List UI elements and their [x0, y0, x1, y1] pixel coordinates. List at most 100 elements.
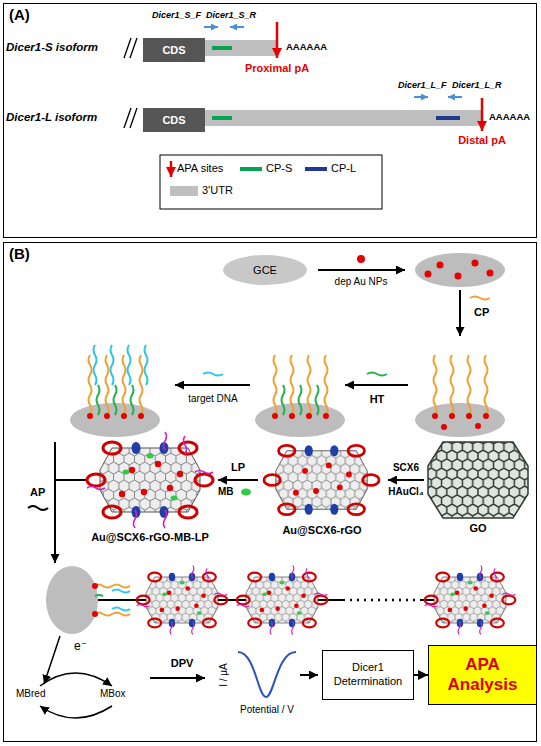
gold-nanoparticle — [449, 413, 455, 419]
step-arrow — [459, 290, 461, 336]
capture-probe-strand — [274, 355, 328, 415]
gold-nanoparticle — [92, 611, 98, 617]
capture-probe-strand — [468, 355, 471, 415]
break-mark — [130, 38, 137, 58]
gold-nanoparticle — [455, 273, 462, 280]
step-arrow — [318, 269, 405, 271]
step-arrow — [388, 479, 424, 481]
gold-nanoparticle — [87, 413, 144, 419]
apa-site-arrow — [481, 98, 484, 131]
capture-probe-strand — [274, 355, 277, 415]
gold-nanoparticle — [289, 413, 295, 419]
label-box: SCX6 — [393, 462, 419, 474]
break-mark — [124, 38, 131, 58]
electrode — [415, 253, 505, 287]
ht-strand — [131, 385, 134, 415]
utr-bar — [205, 110, 482, 126]
text-label: Potential / V — [240, 704, 294, 715]
probe-cp-l — [436, 116, 460, 120]
apa-site-arrow — [276, 22, 279, 58]
break-mark — [124, 38, 137, 128]
gold-nanoparticle — [272, 413, 278, 419]
gold-nanoparticle — [472, 260, 479, 267]
panel-label: (A) — [9, 6, 30, 24]
node-text: Dicer1 Determination — [326, 661, 410, 689]
node-text: GCE — [253, 264, 277, 276]
label-box: Dicer1_S_F — [152, 10, 201, 20]
ht-strand — [282, 385, 285, 415]
gold-nanoparticle — [432, 413, 489, 430]
label-box: Dicer1_S_R — [206, 10, 256, 20]
label-box: I / μA — [218, 663, 230, 687]
node-text: CDS — [162, 114, 185, 126]
gold-nanoparticle — [92, 583, 98, 617]
electrode — [415, 403, 505, 437]
connector-arrow — [414, 674, 428, 676]
step-arrow — [150, 677, 205, 679]
surface-strand — [94, 585, 130, 616]
label-box: Au@SCX6-rGO — [282, 524, 361, 537]
cds-box: CDS — [143, 108, 205, 132]
gold-nanoparticle — [87, 413, 93, 419]
go-sheet — [428, 442, 528, 518]
legend-item: APA sites — [177, 162, 223, 175]
legend-frame — [160, 155, 382, 209]
primer-arrow — [230, 26, 244, 28]
result-box: APA Analysis — [428, 645, 537, 705]
target-strand — [128, 345, 131, 385]
text-label: HAuCl₄ — [388, 486, 423, 497]
utr-bar — [205, 40, 277, 56]
probe-cp-s — [212, 116, 232, 120]
target-strand — [203, 373, 223, 376]
dpv-curve — [238, 652, 296, 697]
text-label: HT — [370, 393, 385, 405]
text-label: CP — [474, 306, 489, 318]
text-label: Dicer1_L_F — [398, 80, 447, 90]
composite-lp — [237, 566, 328, 635]
ap-strand — [28, 506, 48, 510]
label-box: MBox — [100, 688, 126, 700]
legend-item: 3'UTR — [170, 184, 233, 197]
target-strand — [94, 345, 148, 385]
legend-arrow — [170, 161, 173, 177]
primer-arrow — [204, 26, 218, 28]
ht-strand — [299, 385, 302, 415]
capture-probe-strand — [470, 297, 490, 300]
text-label: Proximal pA — [245, 62, 309, 74]
step-arrow — [218, 479, 258, 481]
text-label: Au@SCX6-rGO-MB-LP — [91, 531, 209, 543]
target-strand — [145, 345, 148, 385]
electrode — [255, 403, 345, 437]
ht-strand — [95, 595, 103, 596]
ap-chain-dots — [350, 599, 418, 602]
step-arrow — [300, 674, 318, 676]
step-arrow — [54, 442, 56, 563]
ht-strand — [316, 385, 319, 415]
text-label: GO — [469, 522, 486, 534]
label-box: target DNA — [188, 393, 237, 405]
step-arrow — [345, 384, 408, 386]
primer-arrow — [448, 96, 462, 98]
composite-lp — [425, 566, 516, 635]
label-box: GO — [469, 522, 486, 535]
label-box: Dicer1-L isoform — [6, 111, 97, 124]
label-box: Proximal pA — [245, 62, 309, 75]
go-sheet — [428, 442, 528, 518]
gold-nanoparticle — [104, 413, 110, 419]
ht-strand — [97, 385, 134, 415]
gold-nanoparticle — [475, 423, 481, 429]
text-label: Dicer1_L_R — [452, 80, 502, 90]
target-strand — [94, 345, 97, 385]
gold-nanoparticle — [425, 260, 494, 280]
text-label: MBox — [100, 688, 126, 699]
target-strand — [112, 608, 130, 611]
gold-nanoparticle — [138, 413, 144, 419]
text-label: Distal pA — [458, 134, 506, 146]
text-label: I / μA — [218, 663, 229, 687]
cds-box: CDS — [143, 38, 205, 62]
legend-item: CP-S — [240, 162, 292, 175]
label-box: Au@SCX6-rGO-MB-LP — [91, 531, 209, 544]
redox-arrow — [40, 673, 112, 686]
capture-probe-strand — [291, 355, 294, 415]
